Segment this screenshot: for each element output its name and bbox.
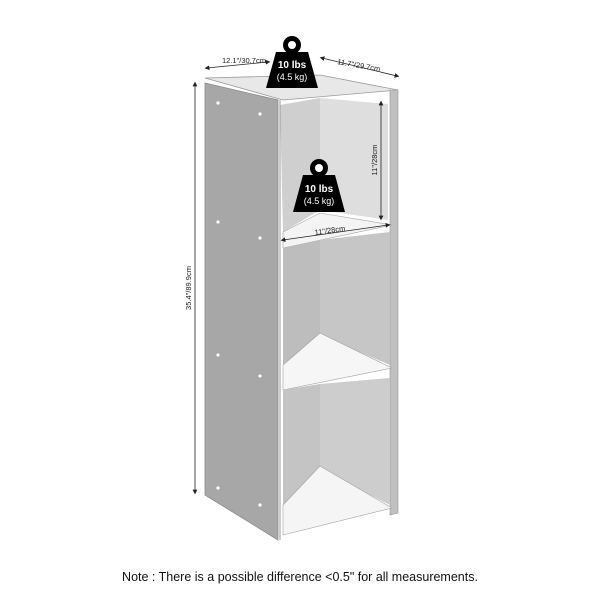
height-label: 35.4"/89.9cm [184, 266, 193, 310]
height-dimension: 35.4"/89.9cm [184, 81, 198, 495]
width-label: 11.7"/29.7cm [337, 57, 381, 73]
left-side-panel [204, 82, 279, 541]
measurement-note: Note : There is a possible difference <0… [122, 570, 478, 584]
interior-right-mid [320, 232, 390, 365]
weight-icon-top: 10 lbs (4.5 kg) [266, 36, 318, 88]
bottom-panel [282, 465, 393, 536]
cube-height-label: 11"/28cm [370, 145, 379, 176]
cube-width-dimension: 11"/28cm [280, 222, 391, 243]
screw-holes [216, 101, 262, 507]
weight-icon-shelf: 10 lbs (4.5 kg) [293, 159, 345, 212]
right-side-panel [389, 89, 399, 516]
depth-label: 12.1"/30.7cm [222, 56, 266, 65]
interior-back-mid [283, 240, 320, 365]
width-dimension: 11.7"/29.7cm [319, 56, 400, 78]
weight-top-lbs: 10 lbs [278, 60, 307, 71]
depth-dimension: 12.1"/30.7cm [204, 56, 271, 71]
cube-width-label: 11"/28cm [314, 224, 346, 237]
cube-height-dimension: 11"/28cm [370, 100, 384, 221]
interior-right-bottom [320, 378, 390, 505]
interior-back-bottom [283, 384, 320, 505]
weight-shelf-kg: (4.5 kg) [304, 196, 335, 206]
weight-top-kg: (4.5 kg) [277, 72, 308, 82]
shelf-two [282, 332, 393, 391]
weight-shelf-lbs: 10 lbs [305, 184, 334, 195]
